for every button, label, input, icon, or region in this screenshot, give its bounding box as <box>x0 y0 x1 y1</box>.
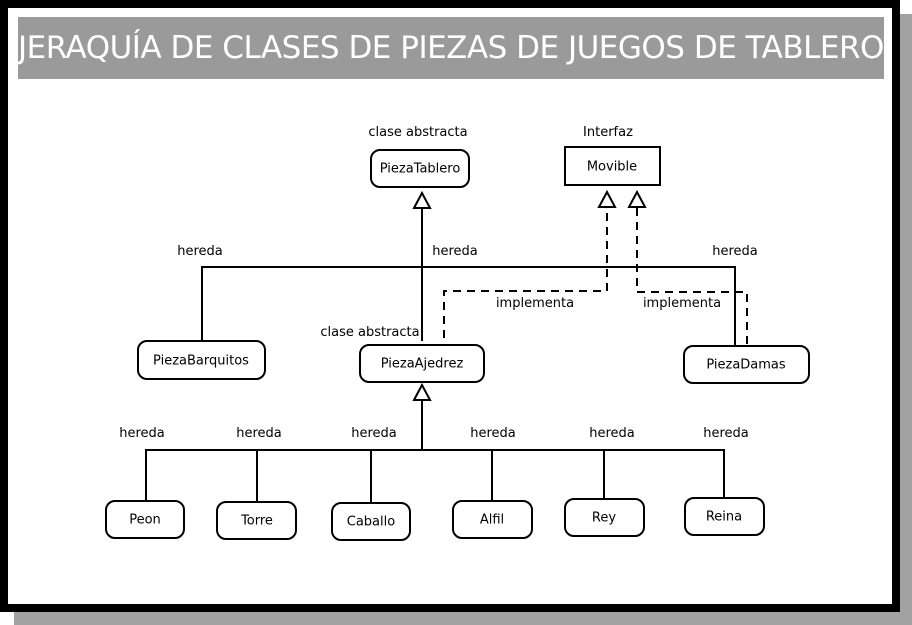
edge-label-ajedrez: hereda <box>432 244 478 259</box>
node-label: Movible <box>587 160 637 175</box>
node-caballo[interactable]: Caballo <box>331 502 411 541</box>
realization-arrow-2 <box>627 189 647 208</box>
node-label: PiezaTablero <box>380 162 461 177</box>
node-rey[interactable]: Rey <box>564 498 645 537</box>
node-label: Torre <box>240 514 273 529</box>
edge-label-reina: hereda <box>703 426 749 441</box>
node-label: PiezaDamas <box>706 358 786 373</box>
node-label: PiezaAjedrez <box>381 357 464 372</box>
node-torre[interactable]: Torre <box>216 501 297 540</box>
edge-bus-ajedrez <box>145 449 725 501</box>
node-label: Reina <box>706 510 742 525</box>
node-label: Peon <box>129 513 161 528</box>
node-label: Alfil <box>480 513 504 528</box>
edge-label-damas: hereda <box>712 244 758 259</box>
edge-label-rey: hereda <box>589 426 635 441</box>
edge-label-torre: hereda <box>236 426 282 441</box>
node-peon[interactable]: Peon <box>105 500 185 539</box>
node-movible[interactable]: Movible <box>564 146 661 186</box>
edge-label-implementa-damas: implementa <box>643 296 721 311</box>
node-label: Rey <box>592 511 616 526</box>
inheritance-arrow-tablero <box>412 190 432 209</box>
node-reina[interactable]: Reina <box>684 497 765 536</box>
title-bar: JERAQUÍA DE CLASES DE PIEZAS DE JUEGOS D… <box>18 17 884 79</box>
node-label: Caballo <box>347 515 395 530</box>
node-pieza-damas[interactable]: PiezaDamas <box>683 345 810 384</box>
node-alfil[interactable]: Alfil <box>452 500 533 539</box>
stereotype-label-tablero: clase abstracta <box>368 125 467 140</box>
node-pieza-tablero[interactable]: PiezaTablero <box>370 149 470 188</box>
edge-bus-tablero <box>201 266 736 345</box>
stereotype-label-movible: Interfaz <box>583 125 633 140</box>
diagram-title: JERAQUÍA DE CLASES DE PIEZAS DE JUEGOS D… <box>18 30 884 66</box>
edge-damas-implements-movible <box>636 208 748 345</box>
edge-label-peon: hereda <box>119 426 165 441</box>
stereotype-label-ajedrez: clase abstracta <box>320 325 419 340</box>
node-label: PiezaBarquitos <box>153 354 249 369</box>
edge-label-barquitos: hereda <box>177 244 223 259</box>
edge-label-implementa-ajedrez: implementa <box>496 296 574 311</box>
edge-ajedrez-implements-movible <box>443 208 608 338</box>
node-pieza-barquitos[interactable]: PiezaBarquitos <box>137 340 266 380</box>
inheritance-arrow-ajedrez <box>412 382 432 401</box>
edge-label-alfil: hereda <box>470 426 516 441</box>
connectors <box>145 189 748 503</box>
edge-label-caballo: hereda <box>351 426 397 441</box>
node-pieza-ajedrez[interactable]: PiezaAjedrez <box>359 344 485 383</box>
realization-arrow-1 <box>597 189 617 208</box>
